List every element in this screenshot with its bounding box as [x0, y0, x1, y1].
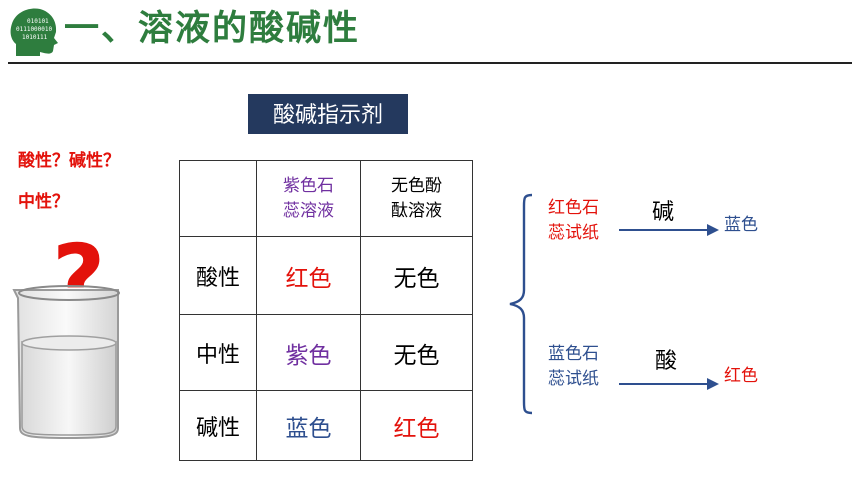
- row-label-acidic: 酸性: [179, 236, 257, 315]
- column-header-phenol-line2: 酞溶液: [391, 200, 442, 221]
- slide-title: 一、溶液的酸碱性: [64, 9, 361, 49]
- blue-litmus-paper-label: 蓝色石 蕊试纸: [548, 342, 599, 392]
- indicator-color-table: 紫色石 蕊溶液 无色酚 酞溶液 酸性 红色 无色 中性 紫色 无色 碱性 蓝色 …: [179, 160, 473, 461]
- cell-neutral-phenol: 无色: [360, 314, 473, 391]
- brain-head-icon: 010101 0111000010 1010111: [10, 8, 58, 56]
- curly-brace: [509, 193, 533, 415]
- table-corner-cell: [179, 160, 257, 237]
- result-acid-color: 红色: [724, 366, 758, 386]
- table-row: 中性 紫色 无色: [179, 314, 473, 391]
- cell-neutral-litmus: 紫色: [256, 314, 361, 391]
- table-row: 碱性 蓝色 红色: [179, 390, 473, 461]
- reagent-base-label: 碱: [652, 200, 675, 225]
- blue-litmus-line2: 蕊试纸: [548, 369, 599, 389]
- column-header-litmus-line1: 紫色石: [283, 175, 334, 196]
- column-header-litmus: 紫色石 蕊溶液: [256, 160, 361, 237]
- title-divider: [8, 62, 852, 64]
- arrow-right-icon: [619, 224, 719, 236]
- red-litmus-line1: 红色石: [548, 198, 599, 218]
- binary-line-3: 1010111: [22, 34, 48, 41]
- cell-basic-phenol: 红色: [360, 390, 473, 461]
- beaker-question-illustration: ?: [12, 225, 120, 440]
- table-header-row: 紫色石 蕊溶液 无色酚 酞溶液: [179, 160, 473, 237]
- binary-line-2: 0111000010: [16, 26, 53, 33]
- reagent-acid-label: 酸: [655, 349, 678, 374]
- indicator-label-box: 酸碱指示剂: [248, 94, 408, 134]
- cell-acidic-phenol: 无色: [360, 236, 473, 315]
- row-label-neutral: 中性: [179, 314, 257, 391]
- cell-acidic-litmus: 红色: [256, 236, 361, 315]
- binary-line-1: 010101: [27, 18, 49, 25]
- column-header-phenol-line1: 无色酚: [391, 175, 442, 196]
- question-text-line2: 中性？: [18, 192, 69, 212]
- column-header-phenolphthalein: 无色酚 酞溶液: [360, 160, 473, 237]
- result-base-color: 蓝色: [724, 215, 758, 235]
- arrow-right-icon: [619, 378, 719, 390]
- table-row: 酸性 红色 无色: [179, 236, 473, 315]
- column-header-litmus-line2: 蕊溶液: [283, 200, 334, 221]
- blue-litmus-line1: 蓝色石: [548, 344, 599, 364]
- red-litmus-line2: 蕊试纸: [548, 223, 599, 243]
- cell-basic-litmus: 蓝色: [256, 390, 361, 461]
- question-text-line1: 酸性？碱性？: [18, 151, 120, 171]
- row-label-basic: 碱性: [179, 390, 257, 461]
- red-litmus-paper-label: 红色石 蕊试纸: [548, 196, 599, 246]
